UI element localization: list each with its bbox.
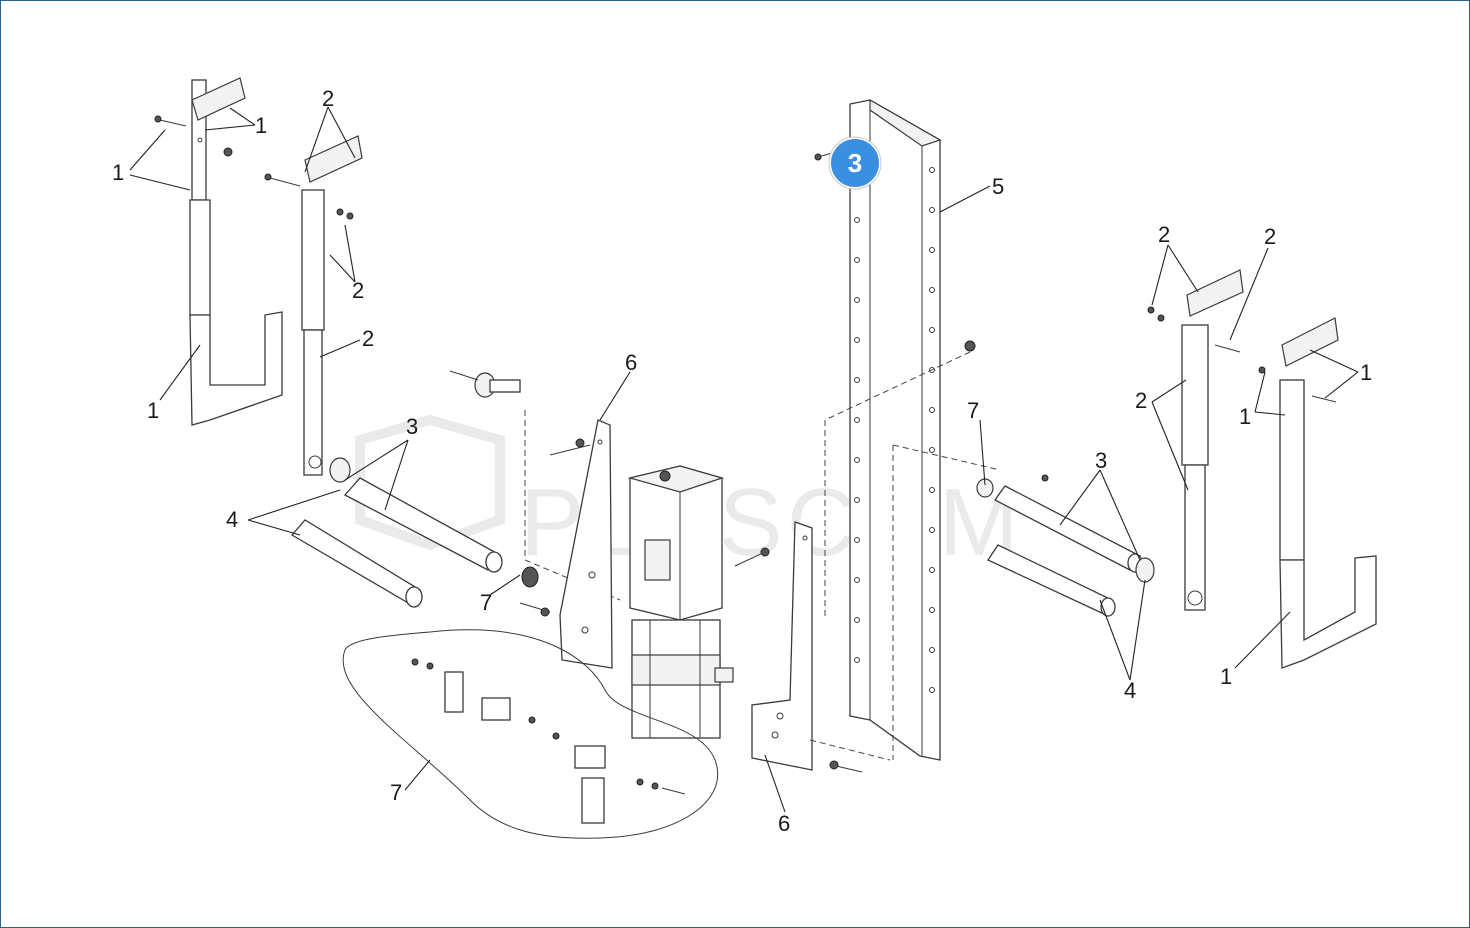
callout-1: 1 [255, 113, 267, 138]
hotspot-badge[interactable]: 3 [828, 136, 882, 190]
left-bracket-1 [154, 77, 283, 426]
callout-2: 2 [362, 326, 374, 351]
callouts: 1 1 1 2 2 2 3 4 7 7 6 6 5 7 3 4 2 2 2 1 … [112, 86, 1372, 836]
small-parts-group [342, 629, 719, 839]
left-mount-plate [519, 419, 613, 669]
callout-3: 3 [1095, 448, 1107, 473]
callout-4: 4 [226, 507, 238, 532]
callout-2: 2 [1264, 224, 1276, 249]
left-rollers [290, 370, 621, 608]
callout-6: 6 [778, 811, 790, 836]
callout-1: 1 [1239, 404, 1251, 429]
column-holes [854, 137, 935, 693]
callout-2: 2 [1158, 222, 1170, 247]
right-bracket-1 [1258, 317, 1377, 669]
callout-6: 6 [625, 350, 637, 375]
callout-7: 7 [480, 590, 492, 615]
callout-1: 1 [147, 398, 159, 423]
leader-lines [129, 106, 1359, 813]
callout-1: 1 [1220, 664, 1232, 689]
callout-7: 7 [390, 780, 402, 805]
center-actuator [627, 465, 734, 739]
left-bracket-2 [264, 135, 363, 476]
right-rollers [976, 474, 1155, 617]
callout-7: 7 [967, 398, 979, 423]
callout-1: 1 [112, 160, 124, 185]
callout-5: 5 [992, 174, 1004, 199]
badge-label: 3 [848, 148, 862, 178]
right-mount-plate [734, 521, 891, 773]
callout-2: 2 [352, 278, 364, 303]
callout-4: 4 [1124, 678, 1136, 703]
callout-3: 3 [406, 414, 418, 439]
right-bracket-2 [1147, 269, 1244, 611]
vertical-column [814, 98, 1001, 761]
callout-2: 2 [1135, 388, 1147, 413]
callout-2: 2 [322, 86, 334, 111]
callout-1: 1 [1360, 360, 1372, 385]
